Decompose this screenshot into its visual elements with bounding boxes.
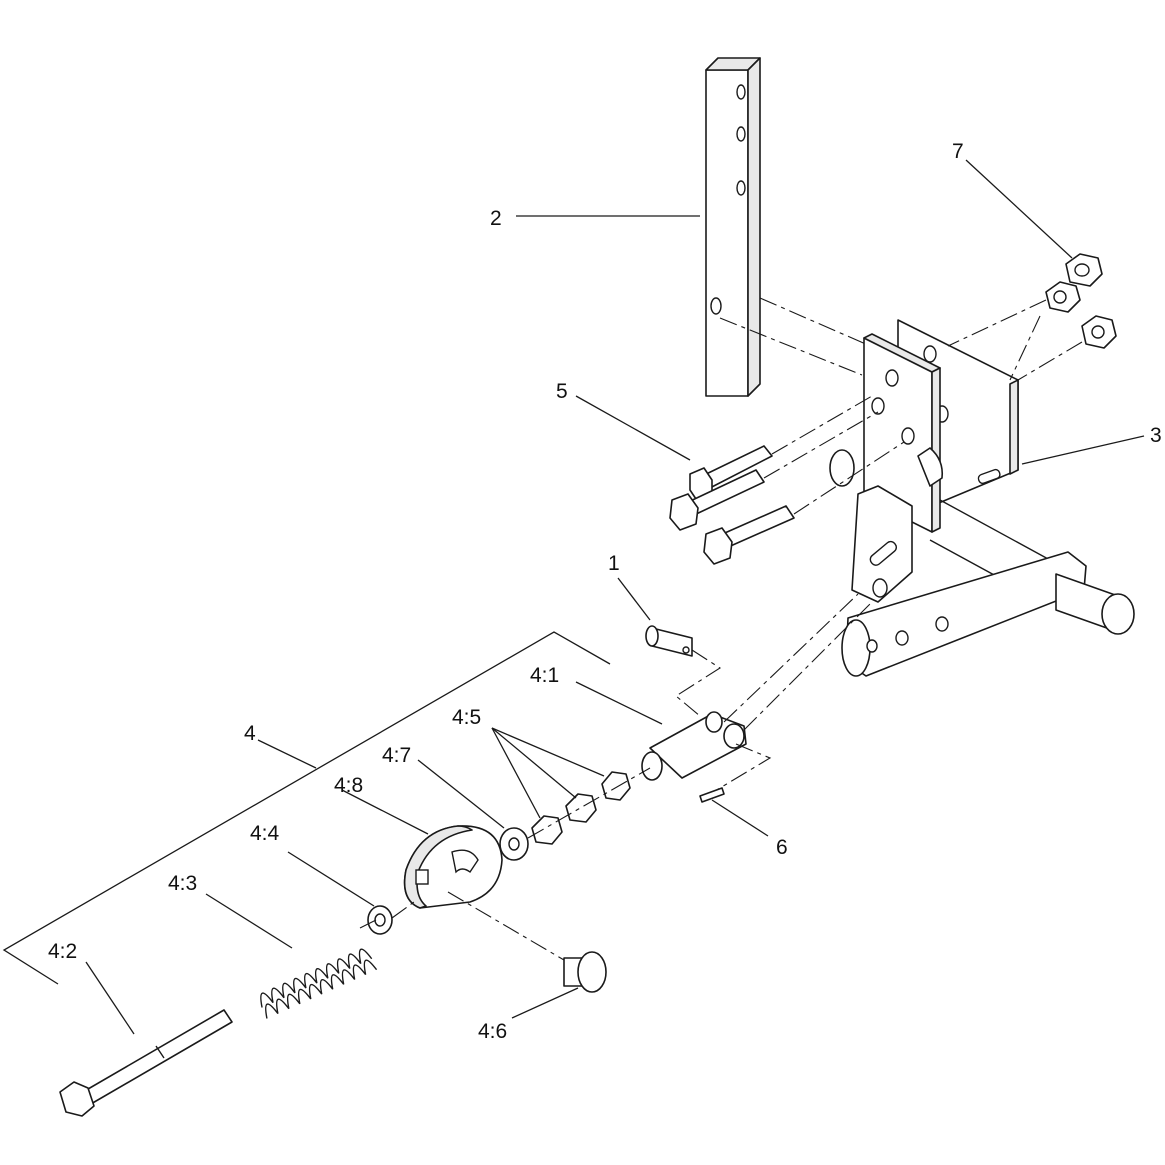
part-4-5-nuts — [531, 771, 631, 845]
part-3-bracket-assembly — [829, 319, 1135, 677]
part-4-8-cam-plate — [403, 825, 503, 909]
callout-4-8: 4:8 — [334, 774, 363, 797]
callout-4-7: 4:7 — [382, 744, 411, 767]
callout-4-2: 4:2 — [48, 940, 77, 963]
part-6-cotter-pin — [699, 787, 725, 803]
callout-1: 1 — [608, 552, 620, 575]
part-7-nut — [1045, 253, 1117, 349]
part-2-square-tube — [705, 57, 761, 397]
part-4-3-spring — [260, 948, 378, 1019]
callout-4-6: 4:6 — [478, 1020, 507, 1043]
part-5-bolt — [669, 445, 795, 565]
callout-4-5: 4:5 — [452, 706, 481, 729]
callout-4: 4 — [244, 722, 256, 745]
part-4-assembly-bracket — [2, 631, 611, 985]
callout-4-3: 4:3 — [168, 872, 197, 895]
part-4-4-spacer — [367, 905, 393, 935]
callout-4-1: 4:1 — [530, 664, 559, 687]
part-1-clevis-pin — [645, 625, 693, 657]
callout-4-4: 4:4 — [250, 822, 280, 845]
callout-5: 5 — [556, 380, 568, 403]
part-4-6-carriage-bolt — [563, 951, 607, 993]
part-4-7-washer — [499, 827, 529, 861]
callout-3: 3 — [1150, 424, 1162, 447]
callout-7: 7 — [952, 140, 964, 163]
part-4-2-long-bolt — [59, 1009, 233, 1117]
callout-2: 2 — [490, 207, 502, 230]
part-4-1-clevis — [641, 711, 747, 781]
callout-6: 6 — [776, 836, 788, 859]
